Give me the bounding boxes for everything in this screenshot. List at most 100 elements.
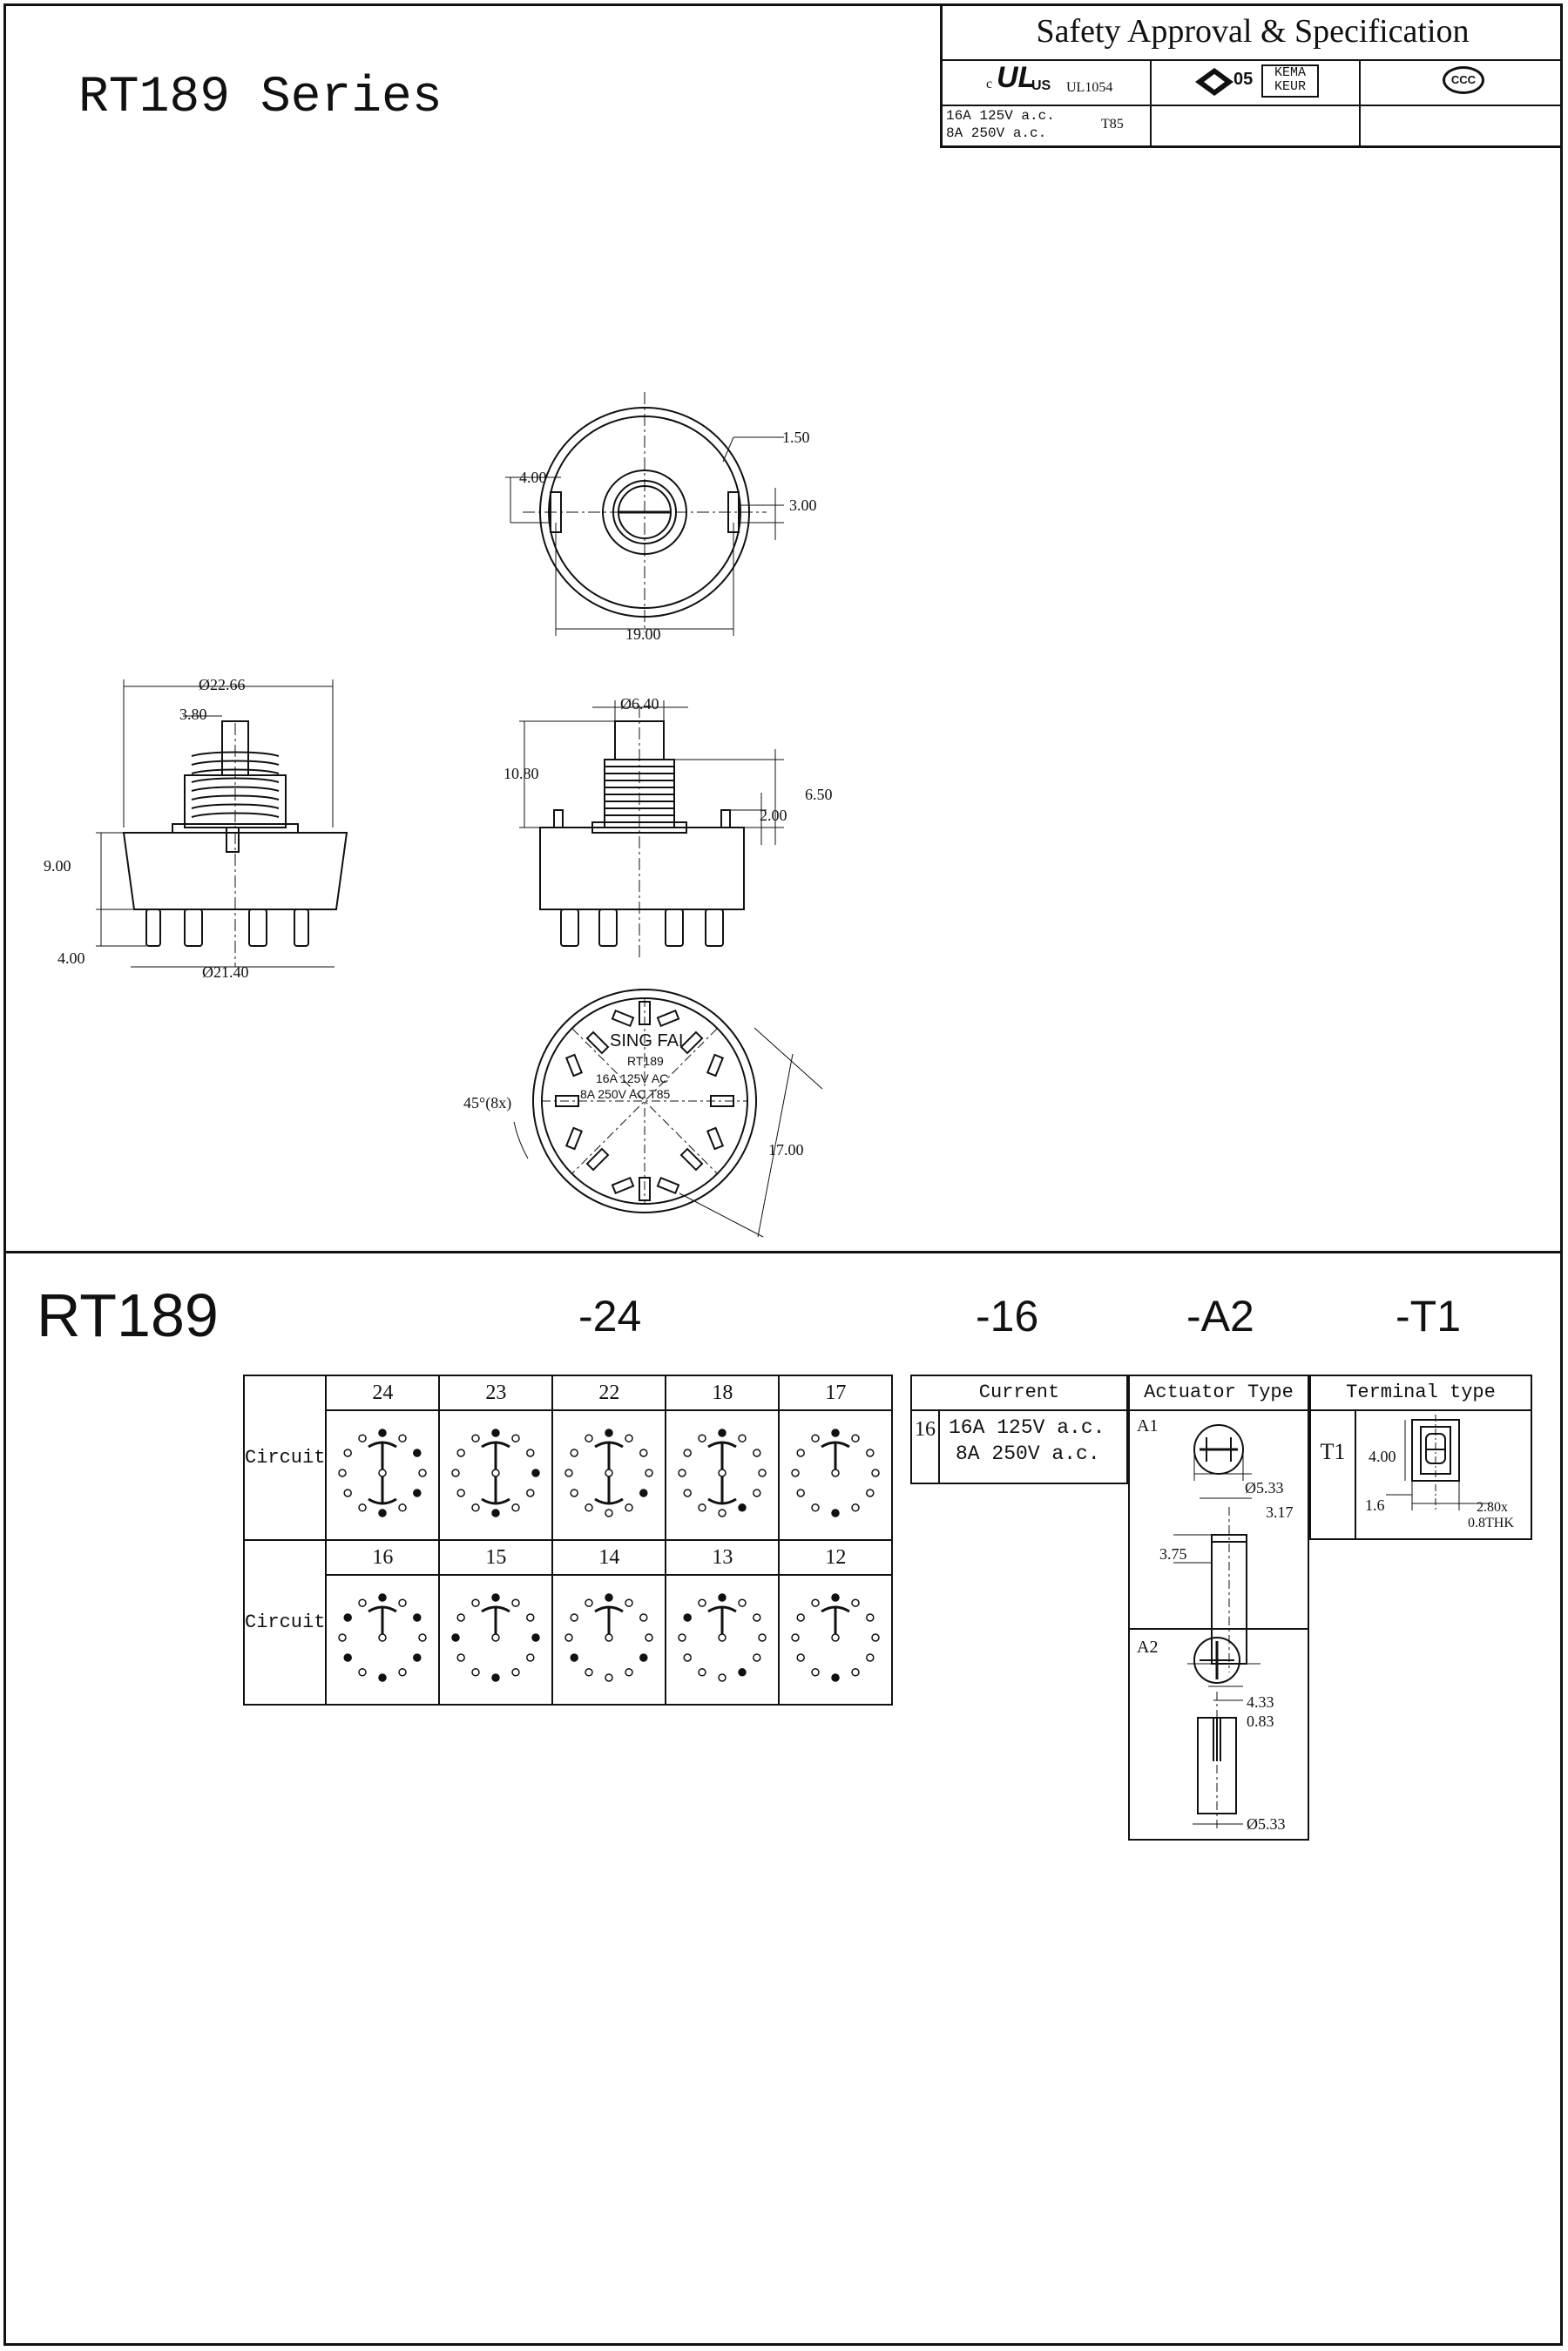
contact-dot bbox=[791, 1633, 801, 1642]
contact-dot bbox=[605, 1429, 614, 1437]
contact-dot bbox=[570, 1653, 579, 1662]
circuit-header: 18 bbox=[665, 1375, 781, 1411]
contact-dot bbox=[531, 1633, 541, 1642]
dim-t1-1-6: 1.6 bbox=[1365, 1496, 1385, 1514]
contact-dot bbox=[570, 1489, 579, 1497]
contact-dot bbox=[645, 1469, 654, 1477]
contact-dot bbox=[831, 1593, 841, 1602]
contact-dot bbox=[866, 1449, 875, 1457]
bottom-view-drawing bbox=[513, 989, 823, 1238]
contact-dot bbox=[343, 1489, 353, 1497]
actuator-box: Actuator Type A1 Ø5.33 3.17 3.75 A2 bbox=[1128, 1375, 1309, 1841]
hub-dot bbox=[718, 1633, 727, 1642]
current-rating-1: 16A 125V a.c. bbox=[949, 1416, 1105, 1439]
dim-3-80: 3.80 bbox=[179, 706, 207, 723]
contact-dot bbox=[378, 1509, 388, 1517]
contact-dot bbox=[758, 1469, 767, 1477]
safety-heading: Safety Approval & Specification bbox=[943, 3, 1563, 61]
order-part-circuit: -24 bbox=[578, 1292, 642, 1341]
contact-dot bbox=[753, 1449, 761, 1457]
circuit-diagram bbox=[338, 1429, 428, 1517]
circuit-header: 13 bbox=[665, 1539, 781, 1576]
actuator-a1-label: A1 bbox=[1137, 1416, 1159, 1436]
contact-dot bbox=[753, 1653, 761, 1662]
contact-dot bbox=[585, 1668, 594, 1677]
actuator-a2-drawing bbox=[1193, 1637, 1243, 1831]
contact-dot bbox=[511, 1434, 521, 1442]
dim-a1-3-17: 3.17 bbox=[1266, 1503, 1294, 1521]
contact-dot bbox=[491, 1593, 501, 1602]
terminal-t1-drawing bbox=[1386, 1415, 1490, 1510]
circuit-diagram bbox=[564, 1429, 654, 1517]
contact-dot bbox=[456, 1489, 466, 1497]
dim-a2-4-33: 4.33 bbox=[1247, 1693, 1274, 1711]
contact-dot bbox=[451, 1469, 461, 1477]
side-view-middle-drawing bbox=[519, 700, 784, 958]
contact-dot bbox=[625, 1434, 634, 1442]
hub-dot bbox=[491, 1469, 501, 1477]
contact-dot bbox=[796, 1613, 806, 1622]
contact-dot bbox=[831, 1673, 841, 1682]
contact-dot bbox=[811, 1434, 821, 1442]
dim-3-00: 3.00 bbox=[789, 497, 817, 514]
contact-dot bbox=[491, 1673, 501, 1682]
contact-dot bbox=[791, 1469, 801, 1477]
hub-dot bbox=[491, 1633, 501, 1642]
contact-dot bbox=[338, 1633, 348, 1642]
contact-dot bbox=[866, 1653, 875, 1662]
contact-dot bbox=[413, 1653, 422, 1662]
order-part-actuator: -A2 bbox=[1186, 1292, 1254, 1341]
circuit-header: 22 bbox=[551, 1375, 667, 1411]
contact-dot bbox=[698, 1434, 707, 1442]
circuit-diagram bbox=[678, 1593, 767, 1682]
circuit-row-label-1: Circuit bbox=[242, 1375, 328, 1541]
rotor-arm bbox=[481, 1441, 511, 1469]
contact-dot bbox=[866, 1613, 875, 1622]
contact-dot bbox=[718, 1429, 727, 1437]
rotor-arm bbox=[821, 1441, 851, 1469]
contact-dot bbox=[570, 1449, 579, 1457]
hub-dot bbox=[831, 1633, 841, 1642]
contact-dot bbox=[871, 1469, 881, 1477]
circuit-header: 17 bbox=[778, 1375, 894, 1411]
contact-dot bbox=[796, 1653, 806, 1662]
contact-dot bbox=[639, 1489, 648, 1497]
order-part-terminal: -T1 bbox=[1396, 1292, 1461, 1341]
ratings-row: 16A 125V a.c. 8A 250V a.c. T85 bbox=[943, 105, 1563, 146]
contact-dot bbox=[585, 1503, 594, 1512]
rotor-arm bbox=[707, 1441, 738, 1469]
actuator-a1-drawing bbox=[1173, 1424, 1260, 1672]
dim-17-00: 17.00 bbox=[768, 1141, 804, 1159]
hub-dot bbox=[718, 1469, 727, 1477]
contact-dot bbox=[738, 1598, 747, 1607]
contact-dot bbox=[398, 1503, 408, 1512]
contact-dot bbox=[491, 1509, 501, 1517]
actuator-header: Actuator Type bbox=[1130, 1376, 1308, 1411]
contact-dot bbox=[678, 1469, 687, 1477]
contact-dot bbox=[358, 1668, 368, 1677]
current-rating-2: 8A 250V a.c. bbox=[956, 1442, 1100, 1465]
contact-dot bbox=[418, 1469, 428, 1477]
dim-4-00-top: 4.00 bbox=[519, 469, 547, 486]
marking-rating-2: 8A 250V AC T85 bbox=[580, 1087, 671, 1101]
contact-dot bbox=[753, 1489, 761, 1497]
rotor-arm bbox=[368, 1476, 398, 1505]
contact-dot bbox=[605, 1673, 614, 1682]
contact-dot bbox=[758, 1633, 767, 1642]
contact-dot bbox=[678, 1633, 687, 1642]
contact-dot bbox=[378, 1673, 388, 1682]
marking-brand: SING FAI bbox=[610, 1031, 684, 1051]
contact-dot bbox=[451, 1633, 461, 1642]
contact-dot bbox=[398, 1434, 408, 1442]
hub-dot bbox=[605, 1469, 614, 1477]
contact-dot bbox=[456, 1653, 466, 1662]
dim-a1-3-75: 3.75 bbox=[1159, 1545, 1187, 1563]
hub-dot bbox=[378, 1469, 388, 1477]
contact-dot bbox=[526, 1489, 535, 1497]
contact-dot bbox=[413, 1613, 422, 1622]
terminal-box: Terminal type T1 4.00 1.6 2.80x 0.8THK bbox=[1309, 1375, 1532, 1540]
dim-t1-thk: 0.8THK bbox=[1468, 1516, 1514, 1530]
circuit-table: Circuit 24 23 22 18 17 Circuit 16 15 14 … bbox=[242, 1375, 894, 1706]
